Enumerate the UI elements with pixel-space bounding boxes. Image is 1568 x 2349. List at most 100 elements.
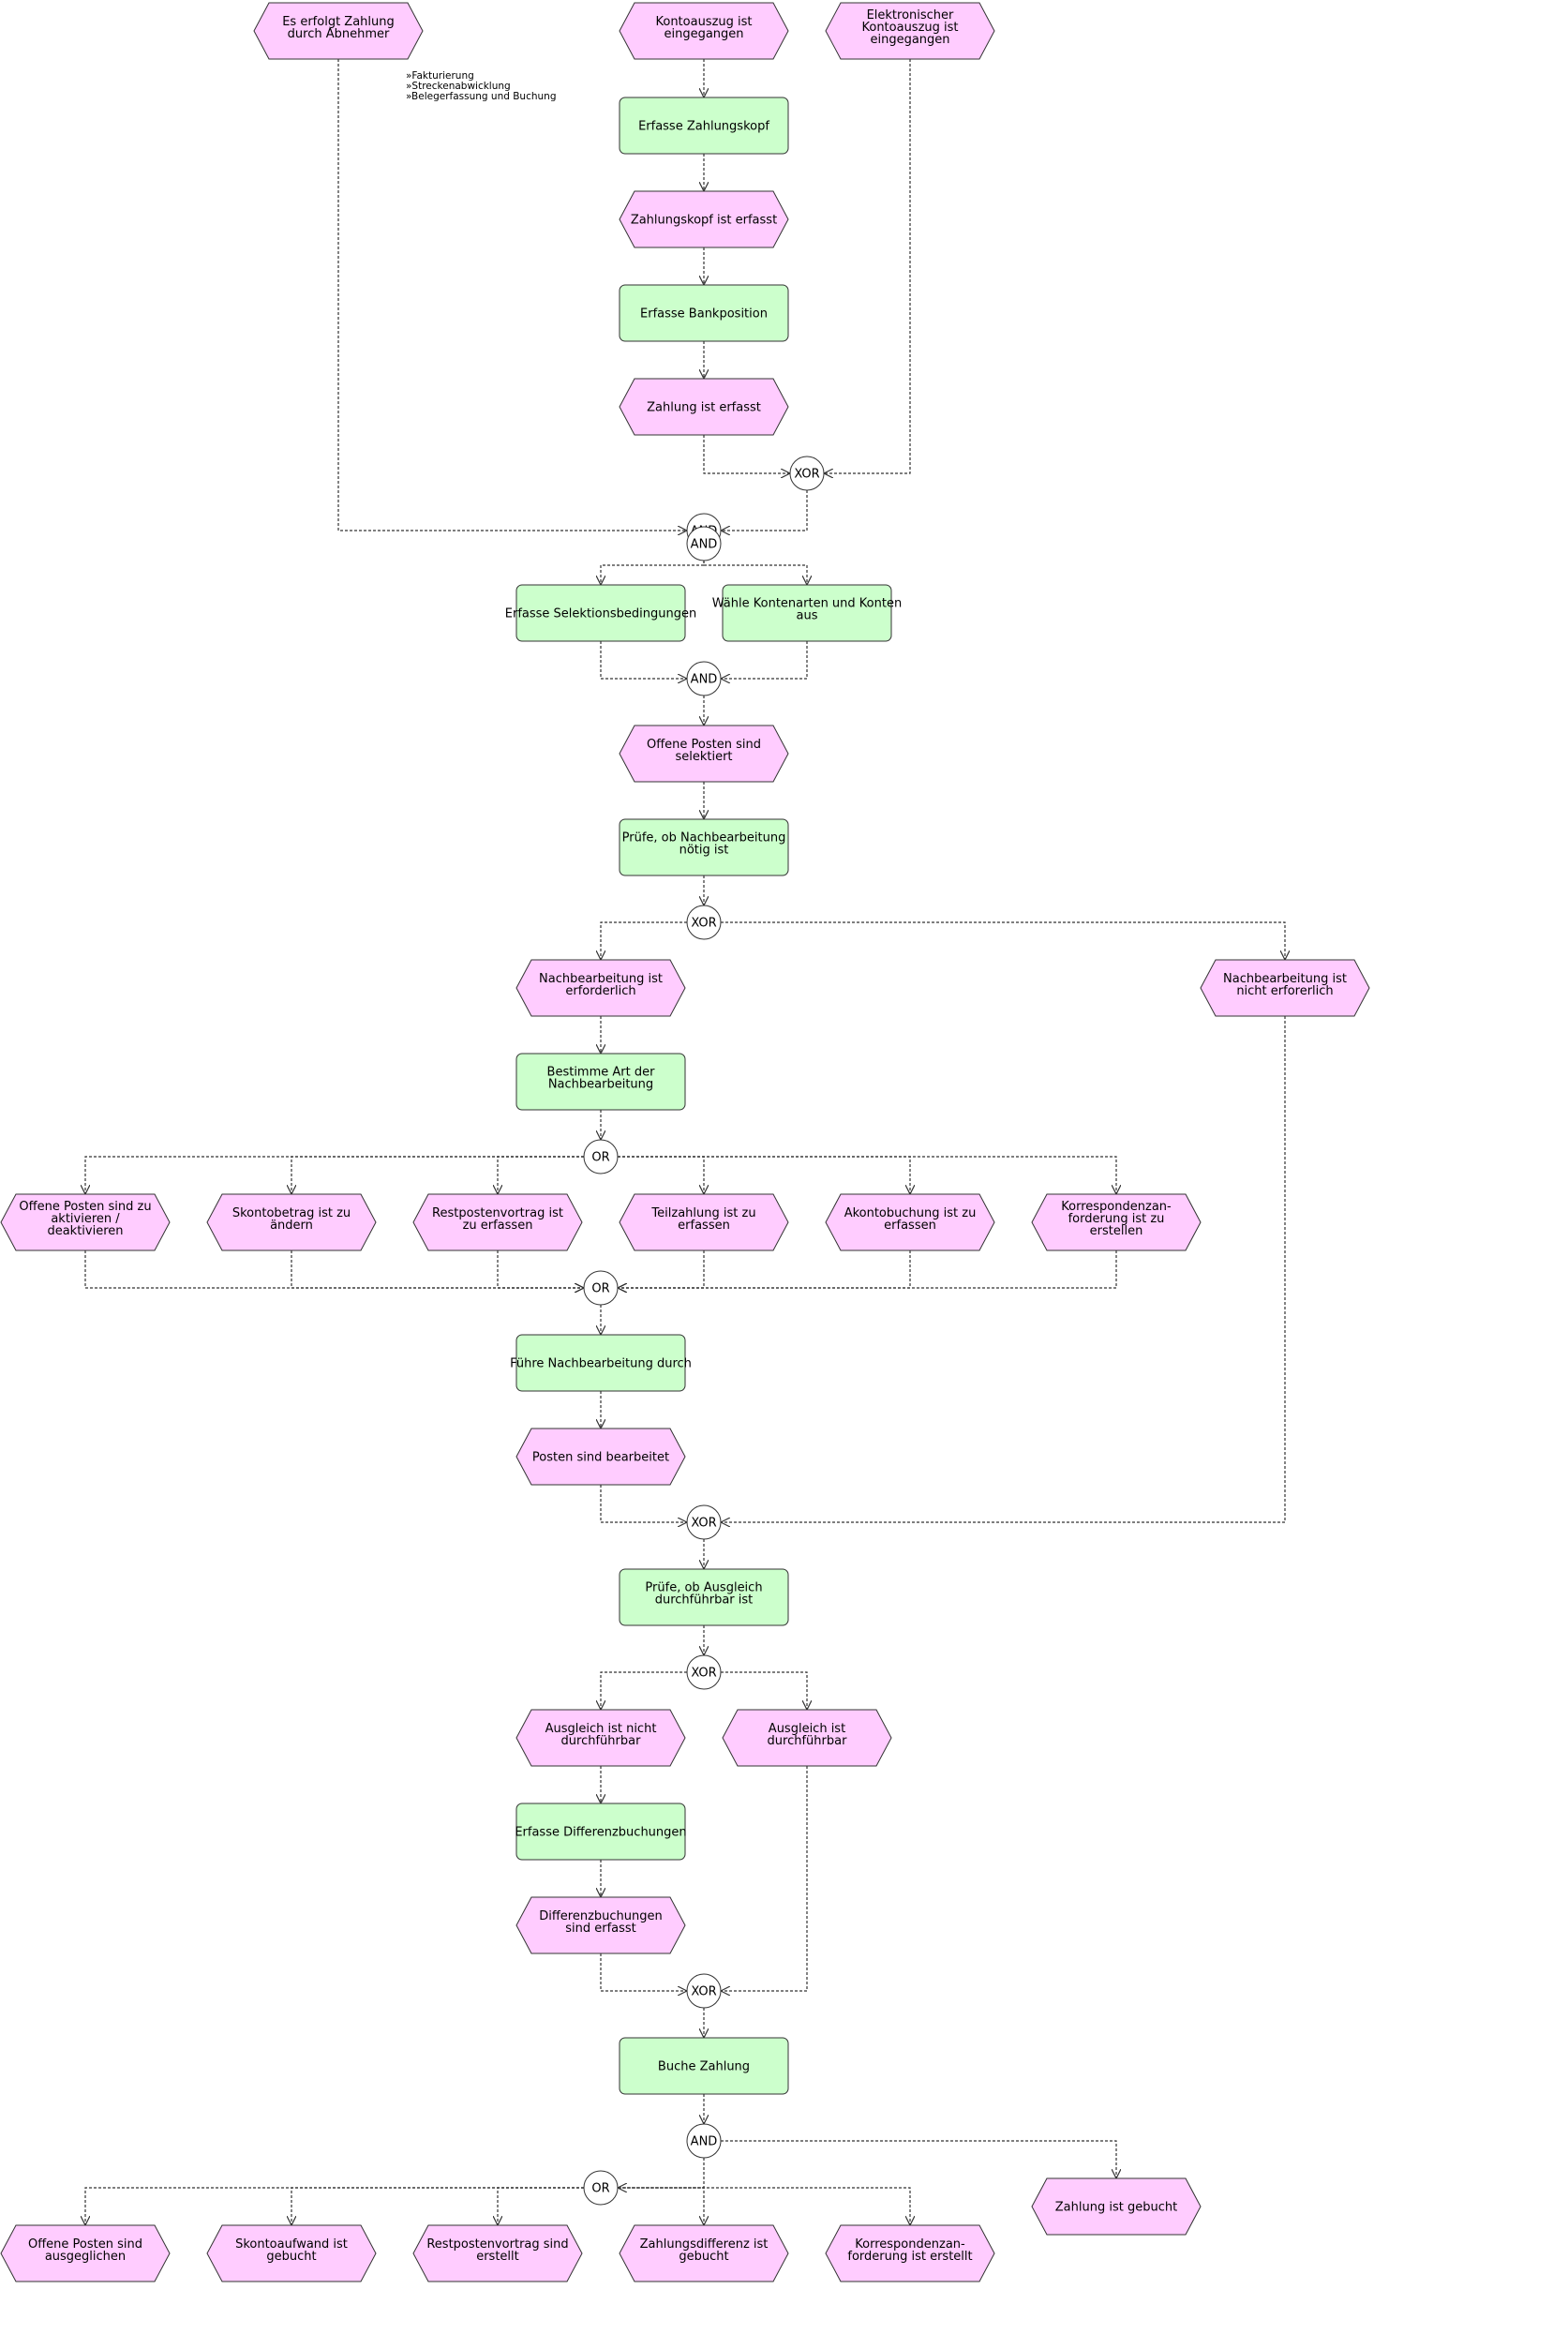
function-shape — [515, 1053, 686, 1111]
gate-node-g_xor4: XOR — [686, 1654, 722, 1690]
flow-arrow — [600, 641, 687, 679]
node-label-line: Prüfe, ob Nachbearbeitung — [622, 831, 786, 845]
flow-arrow — [618, 1250, 705, 1288]
gate-label: AND — [691, 2135, 718, 2149]
node-label-line: Akontobuchung ist zu — [844, 1206, 977, 1220]
flow-arrow — [721, 1671, 807, 1710]
flow-arrow — [618, 1250, 1117, 1288]
note-line: »Belegerfassung und Buchung — [406, 91, 557, 102]
gate-connector — [583, 1270, 619, 1306]
node-label-line: nötig ist — [679, 844, 729, 858]
event-node-e_zahlung_gebucht: Zahlung ist gebucht — [1031, 2177, 1202, 2236]
node-label-line: forderung ist erstellt — [847, 2250, 972, 2264]
node-label-line: Prüfe, ob Ausgleich — [645, 1581, 762, 1595]
node-label-line: Elektronischer — [867, 8, 954, 22]
gate-node-g_or3: OR — [583, 2170, 619, 2206]
event-shape — [412, 2224, 583, 2282]
node-label-line: deaktivieren — [47, 1224, 123, 1238]
node-label-line: Korrespondenzan- — [855, 2237, 965, 2252]
gate-label: XOR — [691, 1985, 716, 1999]
event-node-e_posten_bearb: Posten sind bearbeitet — [515, 1428, 686, 1486]
flow-arrow — [291, 1156, 584, 1194]
node-label-line: nicht erforerlich — [1236, 984, 1333, 998]
node-label-line: ausgeglichen — [45, 2250, 126, 2264]
flow-arrow — [498, 2187, 584, 2225]
node-label-line: sind erfasst — [565, 1922, 636, 1936]
event-node-e_korresp: Korrespondenzan-forderung ist zuerstelle… — [1031, 1193, 1202, 1251]
node-label-line: Zahlung ist erfasst — [647, 401, 761, 415]
gate-node-g_or2: OR — [583, 1270, 619, 1306]
flow-arrow — [618, 1250, 911, 1288]
node-label-line: gebucht — [266, 2250, 316, 2264]
function-node-f_bankposition: Erfasse Bankposition — [619, 284, 789, 342]
node-label-line: Nachbearbeitung — [548, 1078, 653, 1092]
event-shape — [253, 2, 424, 60]
function-shape — [619, 284, 789, 342]
gate-label: AND — [691, 538, 718, 552]
node-label-line: Erfasse Bankposition — [640, 307, 768, 322]
node-label-line: Erfasse Selektionsbedingungen — [505, 607, 696, 621]
event-shape — [515, 1428, 686, 1486]
function-node-f_differenz: Erfasse Differenzbuchungen — [515, 1803, 687, 1861]
flow-arrow — [84, 1250, 584, 1288]
event-shape — [825, 2224, 995, 2282]
gate-connector — [686, 1504, 722, 1540]
flow-arrow — [721, 921, 1285, 960]
node-label-line: Offene Posten sind — [647, 738, 761, 752]
gate-connector — [686, 1654, 722, 1690]
flow-arrow — [618, 2187, 704, 2225]
event-node-e_zahlungskopf: Zahlungskopf ist erfasst — [619, 190, 789, 248]
event-shape — [412, 1193, 583, 1251]
function-shape — [515, 584, 686, 642]
event-shape — [825, 2, 995, 60]
node-label-line: erstellen — [1090, 1224, 1143, 1238]
node-label-line: Restpostenvortrag ist — [432, 1206, 563, 1220]
gate-label: OR — [591, 1151, 609, 1165]
node-label-line: Restpostenvortrag sind — [426, 2237, 568, 2252]
node-label-line: ändern — [270, 1219, 313, 1233]
event-shape — [619, 725, 789, 783]
flow-arrow — [601, 561, 705, 585]
node-label-line: Zahlungskopf ist erfasst — [631, 214, 777, 228]
event-shape — [515, 1896, 686, 1954]
gate-connector — [789, 456, 825, 491]
function-node-f_selektion: Erfasse Selektionsbedingungen — [505, 584, 696, 642]
flow-arrow — [497, 1250, 584, 1288]
flow-arrow — [824, 59, 911, 473]
node-label-line: durchführbar ist — [655, 1593, 754, 1608]
node-label-line: durchführbar — [561, 1734, 642, 1748]
node-label-line: erstellt — [476, 2250, 519, 2264]
flow-arrow — [618, 1156, 704, 1194]
gate-label: AND — [691, 673, 718, 687]
node-label-line: Ausgleich ist — [769, 1722, 845, 1736]
gate-label: XOR — [794, 468, 819, 482]
node-label-line: erforderlich — [565, 984, 635, 998]
gate-connector — [686, 2123, 722, 2159]
node-label-line: Kontoauszug ist — [861, 21, 958, 35]
function-shape — [722, 584, 892, 642]
event-node-e_korresp_erst: Korrespondenzan-forderung ist erstellt — [825, 2224, 995, 2282]
event-shape — [515, 959, 686, 1017]
function-shape — [619, 818, 789, 876]
node-label-line: Zahlungsdifferenz ist — [640, 2237, 769, 2252]
node-label-line: durchführbar — [768, 1734, 848, 1748]
flow-arrow — [85, 2187, 584, 2225]
node-label-line: aus — [797, 609, 818, 623]
gate-node-g_or1: OR — [583, 1139, 619, 1174]
flow-arrow — [721, 1766, 808, 1991]
flow-arrow — [618, 1156, 910, 1194]
function-shape — [619, 2037, 789, 2095]
